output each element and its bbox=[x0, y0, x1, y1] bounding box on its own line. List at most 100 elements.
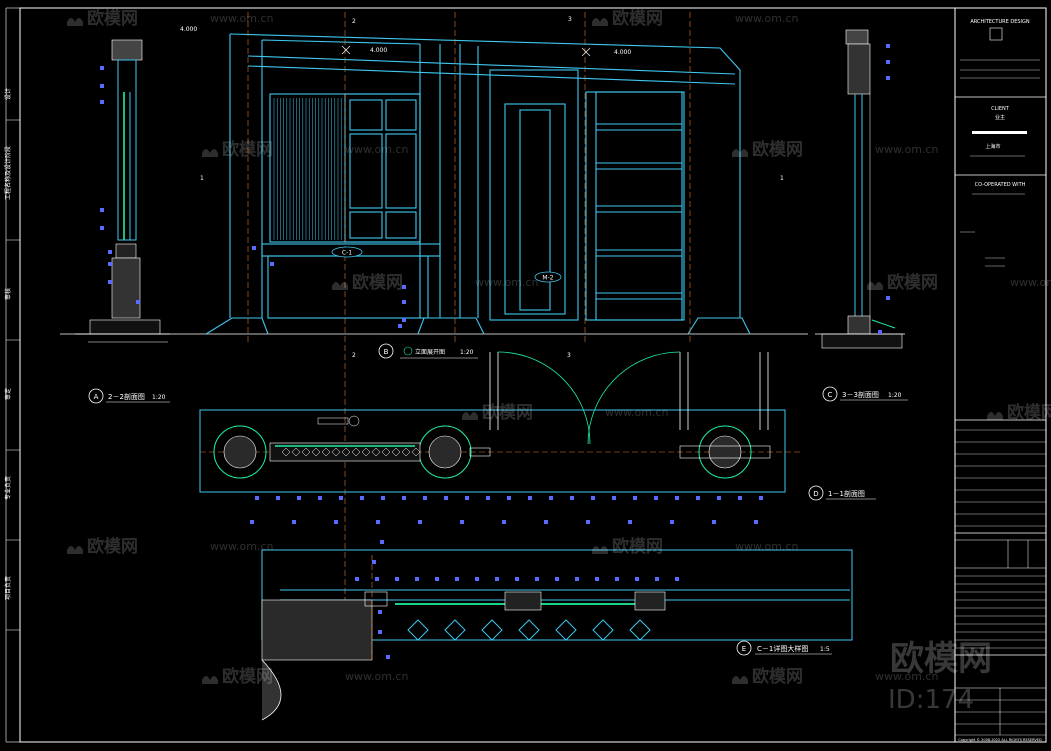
dim-tick bbox=[398, 324, 402, 328]
view-a-letter: A bbox=[94, 393, 99, 401]
elevation-dimension-ticks bbox=[252, 246, 406, 328]
dim-tick bbox=[378, 610, 382, 614]
pattern-diamond bbox=[629, 619, 651, 641]
watermark-sofa-icon bbox=[867, 282, 883, 290]
big-watermark: 欧模网 bbox=[890, 639, 992, 679]
watermark-brand: 欧模网 bbox=[87, 536, 138, 557]
axis-mark-bottom-2: 3 bbox=[567, 352, 571, 359]
watermark-url: www.om.cn bbox=[735, 540, 798, 553]
ladder-rung bbox=[595, 249, 683, 257]
view-a-label: 2－2剖面图 bbox=[108, 392, 145, 401]
view-title-e: E C－1详图大样图 1:5 bbox=[736, 640, 832, 656]
elevation-ladder-rungs bbox=[595, 123, 683, 300]
section-c-dimension-ticks bbox=[878, 44, 890, 334]
dim-tick bbox=[628, 520, 632, 524]
view-title-a: A 2－2剖面图 1:20 bbox=[88, 388, 170, 404]
dim-tick bbox=[423, 496, 427, 500]
view-c-label: 3－3剖面图 bbox=[842, 390, 879, 399]
view-a-bubble bbox=[88, 388, 104, 404]
view-title-d: D 1－1剖面图 bbox=[808, 485, 876, 501]
watermark-url: www.om.cn bbox=[605, 406, 668, 419]
view-b-letter: B bbox=[384, 348, 389, 356]
pattern-diamond bbox=[301, 447, 311, 457]
dim-tick bbox=[635, 577, 639, 581]
dim-tick bbox=[515, 577, 519, 581]
view-title-c: C 3－3剖面图 1:20 bbox=[822, 386, 908, 402]
watermark-sofa-icon bbox=[592, 546, 608, 554]
watermark-brand: 欧模网 bbox=[87, 8, 138, 29]
dim-tick bbox=[136, 300, 140, 304]
dim-tick bbox=[655, 577, 659, 581]
dim-tick bbox=[886, 296, 890, 300]
dim-tick bbox=[549, 496, 553, 500]
view-b-bubble bbox=[378, 343, 394, 359]
dim-tick bbox=[555, 577, 559, 581]
dim-tick bbox=[100, 208, 104, 212]
dim-tick bbox=[386, 655, 390, 659]
dim-tick bbox=[717, 496, 721, 500]
margin-label-0: 设计 bbox=[4, 88, 12, 100]
elevation-tags: C-1 M-2 4.000 4.000 4.000 2 3 1 1 2 3 bbox=[180, 16, 784, 359]
dim-tick bbox=[878, 330, 882, 334]
dim-tick bbox=[612, 496, 616, 500]
margin-label-5: 项目负责 bbox=[4, 576, 12, 600]
firm-logo-icon bbox=[989, 27, 1003, 41]
watermark-url: www.om.cn bbox=[345, 143, 408, 156]
watermark-url: www.om.cn bbox=[210, 12, 273, 25]
dim-tick bbox=[108, 262, 112, 266]
watermark-brand: 欧模网 bbox=[612, 8, 663, 29]
dim-tick bbox=[297, 496, 301, 500]
sheet-border bbox=[19, 7, 1047, 743]
dim-tick bbox=[255, 496, 259, 500]
dim-tick bbox=[381, 496, 385, 500]
dim-tick bbox=[591, 496, 595, 500]
dim-tick bbox=[415, 577, 419, 581]
pattern-diamond bbox=[555, 619, 577, 641]
dim-tick bbox=[292, 520, 296, 524]
detail-c1 bbox=[261, 549, 853, 721]
dim-tick bbox=[276, 496, 280, 500]
dim-tick bbox=[339, 496, 343, 500]
pattern-diamond bbox=[331, 447, 341, 457]
dim-tick bbox=[360, 496, 364, 500]
dim-tick bbox=[465, 496, 469, 500]
dim-tick bbox=[252, 246, 256, 250]
level-marker-3: 4.000 bbox=[180, 26, 197, 33]
dim-tick bbox=[402, 300, 406, 304]
pattern-diamond bbox=[371, 447, 381, 457]
ladder-rung bbox=[595, 123, 683, 131]
dim-tick bbox=[378, 630, 382, 634]
dim-tick bbox=[754, 520, 758, 524]
dim-tick bbox=[507, 496, 511, 500]
view-c-bubble bbox=[822, 386, 838, 402]
view-b-label: 立面展开图 bbox=[415, 348, 445, 356]
view-title-b: B 立面展开图 1:20 bbox=[378, 343, 478, 359]
margin-label-3: 审定 bbox=[4, 388, 12, 400]
dim-tick bbox=[675, 577, 679, 581]
elevation-view bbox=[60, 33, 808, 335]
watermark-url: www.om.cn bbox=[735, 12, 798, 25]
watermark-sofa-icon bbox=[987, 412, 1003, 420]
dim-tick bbox=[595, 577, 599, 581]
dim-tick bbox=[250, 520, 254, 524]
dim-tick bbox=[886, 44, 890, 48]
plan-dimension-ticks bbox=[250, 496, 763, 524]
client-location: 上海市 bbox=[985, 143, 1000, 150]
watermark-brand: 欧模网 bbox=[612, 536, 663, 557]
view-e-bubble bbox=[736, 640, 752, 656]
dim-tick bbox=[886, 76, 890, 80]
pattern-diamond bbox=[401, 447, 411, 457]
dim-tick bbox=[108, 250, 112, 254]
dim-tick bbox=[712, 520, 716, 524]
margin-label-1: 工程名称及设计阶段 bbox=[4, 146, 12, 200]
watermark-url: www.om.cn bbox=[875, 143, 938, 156]
watermark-sofa-icon bbox=[462, 412, 478, 420]
level-marker-2: 4.000 bbox=[614, 49, 631, 56]
watermark-sofa-icon bbox=[592, 18, 608, 26]
dim-tick bbox=[738, 496, 742, 500]
watermark-brand: 欧模网 bbox=[222, 139, 273, 160]
pattern-diamond bbox=[351, 447, 361, 457]
view-d-bubble bbox=[808, 485, 824, 501]
